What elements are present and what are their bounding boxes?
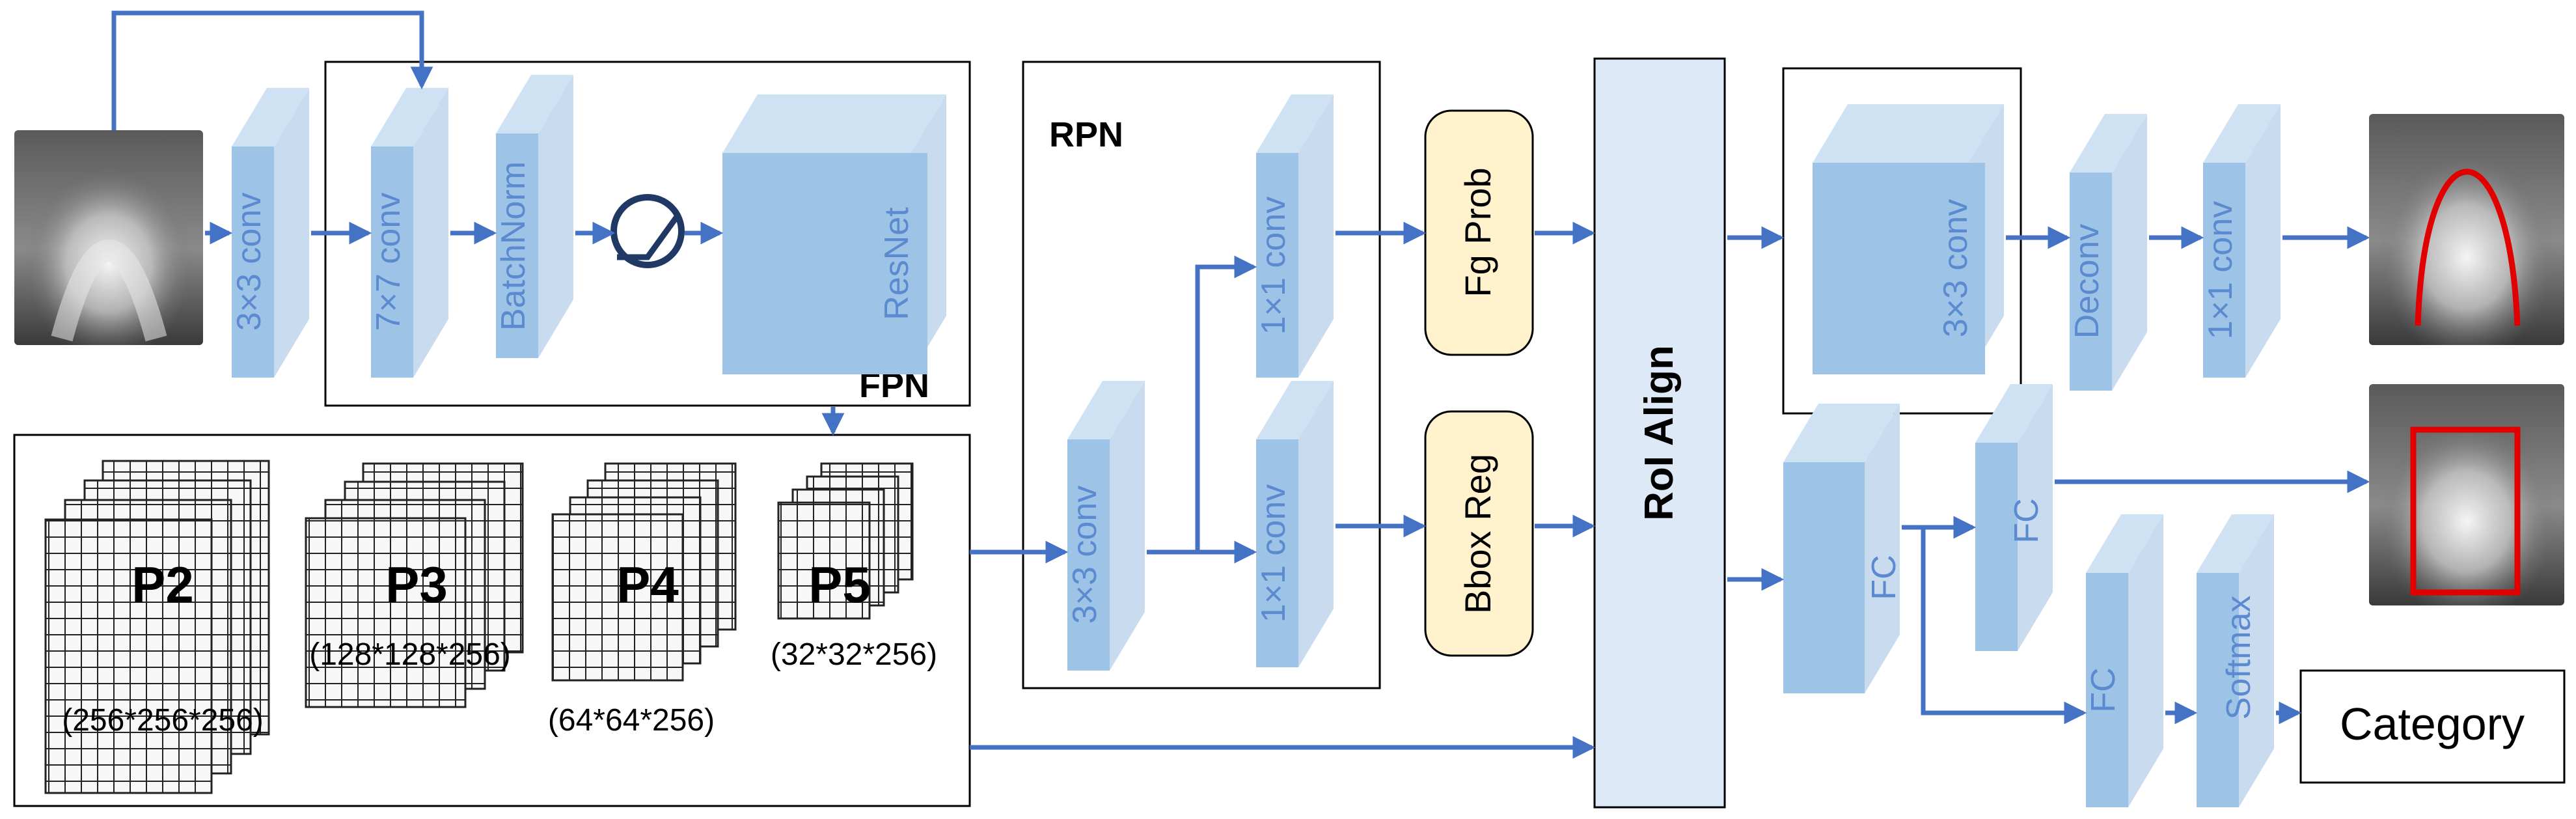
svg-text:7×7 conv: 7×7 conv xyxy=(370,193,407,331)
svg-text:ResNet: ResNet xyxy=(878,207,916,320)
bbox-rectangle xyxy=(2410,426,2521,596)
arrow-fc1-to-fc3 xyxy=(1921,527,2087,725)
svg-text:Deconv: Deconv xyxy=(2068,224,2106,339)
conv7x7-block: 7×7 conv xyxy=(370,88,448,378)
svg-text:FC: FC xyxy=(2008,498,2046,543)
pyramid-level-p4: P4 (64*64*256) xyxy=(548,462,737,738)
svg-text:BatchNorm: BatchNorm xyxy=(495,161,532,331)
pyramid-level-p3: P3 (128*128*256) xyxy=(305,462,524,708)
mask-conv1x1-block: 1×1 conv xyxy=(2202,104,2281,378)
relu-icon xyxy=(610,194,685,268)
p3-label: P3 xyxy=(385,556,447,613)
rpn-conv1x1-bottom-block: 1×1 conv xyxy=(1255,381,1334,667)
pyramid-level-p2: P2 (256*256*256) xyxy=(44,460,270,794)
bbox-output-image xyxy=(2369,384,2564,605)
rpn-conv3x3-block: 3×3 conv xyxy=(1066,381,1145,671)
fc-block-2: FC xyxy=(1975,384,2053,651)
fg-prob-box: Fg Prob xyxy=(1424,109,1534,356)
p5-dims: (32*32*256) xyxy=(771,637,937,672)
mask-curve xyxy=(2415,169,2521,326)
deconv-block: Deconv xyxy=(2068,114,2147,391)
svg-text:1×1 conv: 1×1 conv xyxy=(2202,201,2240,340)
feature-pyramid-box xyxy=(13,434,971,807)
arrow-rpn-conv-to-top xyxy=(1147,255,1257,555)
svg-text:RoI Align: RoI Align xyxy=(1637,345,1682,521)
svg-text:3×3 conv: 3×3 conv xyxy=(1937,199,1975,338)
svg-text:Category: Category xyxy=(2340,699,2525,749)
resnet-stack: ResNet xyxy=(722,94,946,374)
roi-align-block: RoI Align xyxy=(1593,57,1726,809)
p3-dims: (128*128*256) xyxy=(309,637,511,672)
svg-text:FC: FC xyxy=(2085,667,2122,712)
fc-block-1: FC xyxy=(1783,404,1903,693)
p4-dims: (64*64*256) xyxy=(548,703,715,738)
arrow-skip-image-to-conv7 xyxy=(111,10,433,130)
p2-label: P2 xyxy=(131,556,193,613)
svg-text:1×1 conv: 1×1 conv xyxy=(1255,197,1293,335)
category-box: Category xyxy=(2299,669,2566,784)
svg-text:1×1 conv: 1×1 conv xyxy=(1255,484,1293,623)
flow-arrows xyxy=(111,10,2370,759)
softmax-block: Softmax xyxy=(2197,514,2274,807)
rpn-label: RPN xyxy=(1049,115,1123,154)
p2-dims: (256*256*256) xyxy=(62,703,264,738)
svg-text:Fg Prob: Fg Prob xyxy=(1457,167,1498,297)
batchnorm-block: BatchNorm xyxy=(495,75,573,358)
p5-label: P5 xyxy=(808,556,870,613)
input-image xyxy=(14,130,203,345)
svg-text:FC: FC xyxy=(1865,555,1903,600)
rpn-box xyxy=(1022,61,1381,689)
svg-text:Bbox Reg: Bbox Reg xyxy=(1457,454,1498,614)
pyramid-level-p5: P5 (32*32*256) xyxy=(771,462,937,672)
svg-text:3×3 conv: 3×3 conv xyxy=(1066,486,1104,624)
bbox-reg-box: Bbox Reg xyxy=(1424,410,1534,657)
mask-output-image xyxy=(2369,114,2564,345)
p4-label: P4 xyxy=(616,556,678,613)
rpn-conv1x1-top-block: 1×1 conv xyxy=(1255,94,1334,378)
svg-text:3×3 conv: 3×3 conv xyxy=(230,193,268,331)
fc-block-3: FC xyxy=(2085,514,2163,807)
mask-conv3x3-stack: 3×3 conv xyxy=(1813,104,2004,374)
svg-text:Softmax: Softmax xyxy=(2220,596,2258,720)
conv3x3-block: 3×3 conv xyxy=(230,88,309,378)
